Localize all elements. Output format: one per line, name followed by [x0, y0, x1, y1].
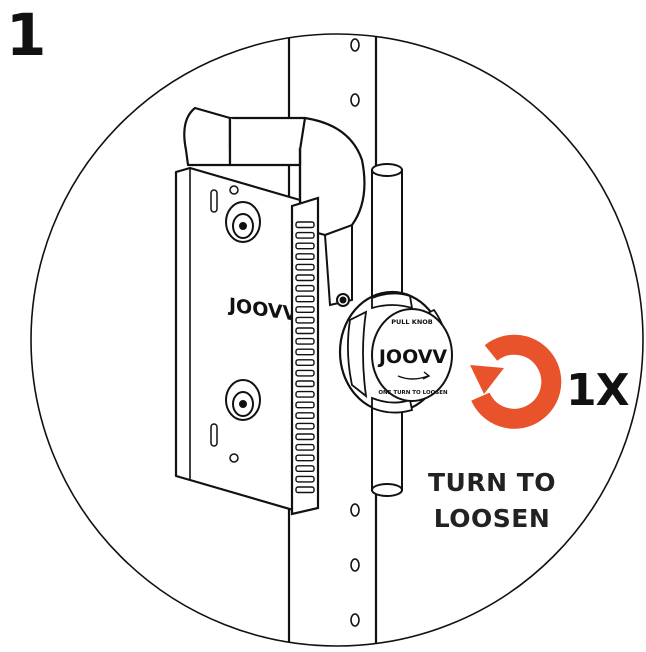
rack-tooth [295, 327, 315, 335]
rack-tooth [295, 380, 315, 388]
rack-tooth [295, 306, 315, 313]
rack-tooth [295, 274, 315, 282]
rack-tooth [295, 284, 315, 292]
toothed-rack [290, 196, 320, 516]
counterclockwise-arrow-icon [470, 334, 562, 429]
rack-tooth [295, 486, 315, 494]
back-plate: JOOVV [174, 166, 302, 514]
detail-circle [30, 33, 644, 647]
knob-bottom-text: ONE TURN TO LOOSEN [378, 390, 448, 396]
rack-tooth [295, 348, 315, 356]
rack-tooth [295, 242, 315, 250]
rack-tooth [295, 465, 315, 472]
rack-tooth [295, 337, 315, 345]
rack-tooth [295, 253, 315, 261]
rack-tooth [295, 412, 315, 419]
rack-tooth [295, 475, 315, 483]
bracket-arm [323, 223, 353, 307]
rack-tooth [295, 295, 315, 303]
rail-holes [350, 38, 360, 627]
rack-tooth [295, 401, 315, 409]
rack-tooth [295, 422, 315, 430]
rack-tooth [295, 231, 315, 239]
upper-roller [225, 201, 261, 243]
turn-count-label: 1X [566, 365, 630, 416]
rack-tooth [295, 433, 315, 441]
knob-logo: JOOVV [377, 346, 448, 368]
rack-tooth [295, 390, 315, 398]
rack-tooth [295, 359, 315, 366]
rack-tooth [295, 263, 315, 271]
rack-tooth [295, 369, 315, 377]
clamp-knob[interactable]: PULL KNOB JOOVV ONE TURN TO LOOSEN [338, 290, 453, 414]
knob-top-text: PULL KNOB [391, 318, 433, 326]
instruction-text: TURN TO LOOSEN [412, 465, 572, 537]
bracket-hook [183, 106, 366, 237]
lower-roller [225, 379, 261, 421]
instruction-line-1: TURN TO [427, 468, 557, 497]
instruction-line-2: LOOSEN [433, 504, 551, 533]
rack-tooth [295, 454, 315, 462]
rack-tooth [295, 316, 315, 324]
rack-tooth [295, 443, 315, 451]
step-number: 1 [6, 1, 47, 69]
rack-tooth [295, 221, 315, 229]
